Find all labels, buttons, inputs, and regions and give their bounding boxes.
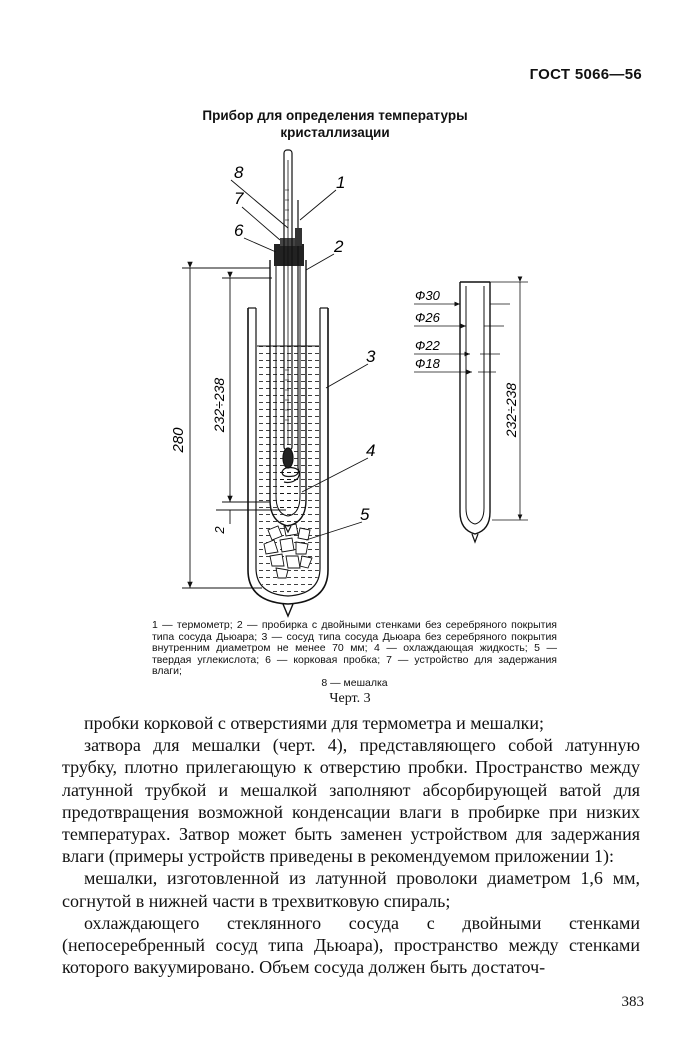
callout-1: 1 bbox=[336, 173, 345, 192]
dim-d22: Ф22 bbox=[415, 338, 441, 353]
dry-ice bbox=[263, 523, 313, 579]
dim-232-238-left: 232÷238 bbox=[211, 378, 227, 434]
moisture-trap bbox=[295, 228, 302, 246]
dim-d18: Ф18 bbox=[415, 356, 441, 371]
callout-5: 5 bbox=[360, 505, 370, 524]
page-number: 383 bbox=[621, 994, 645, 1010]
thermometer bbox=[282, 149, 294, 469]
tube-detail bbox=[459, 281, 491, 544]
dim-280: 280 bbox=[170, 427, 187, 454]
callout-6: 6 bbox=[234, 221, 244, 240]
paragraph-3: мешалки, изготовленной из латунной прово… bbox=[62, 868, 640, 911]
dim-232-238-right: 232÷238 bbox=[503, 383, 519, 439]
dim-2: 2 bbox=[212, 526, 227, 535]
standard-header: ГОСТ 5066—56 bbox=[529, 66, 642, 83]
dim-d30: Ф30 bbox=[415, 288, 441, 303]
callout-8: 8 bbox=[234, 163, 244, 182]
paragraph-1: пробки корковой с отверстиями для термом… bbox=[84, 713, 545, 733]
apparatus-drawing: 8 7 6 1 2 3 4 5 280 232÷238 2 bbox=[170, 149, 528, 618]
dim-d26: Ф26 bbox=[415, 310, 441, 325]
cork-stopper bbox=[274, 238, 304, 266]
dewar-vessel bbox=[247, 307, 329, 618]
callout-4: 4 bbox=[366, 441, 375, 460]
tube-liquid bbox=[277, 470, 299, 512]
figure-title: Прибор для определения температуры крист… bbox=[202, 108, 468, 140]
callout-numbers: 8 7 6 1 2 3 4 5 bbox=[234, 163, 376, 524]
dimensions-left: 280 232÷238 2 bbox=[170, 378, 227, 535]
legend-last-item: 8 — мешалка bbox=[321, 676, 388, 689]
paragraph-4: охлаждающего стеклянного сосуда с двойны… bbox=[62, 912, 640, 978]
paragraph-2: затвора для мешалки (черт. 4), представл… bbox=[62, 735, 640, 867]
dimensions-right: Ф30 Ф26 Ф22 Ф18 232÷238 bbox=[415, 288, 519, 438]
figure-caption: Черт. 3 bbox=[329, 691, 371, 706]
body-text: пробки корковой с отверстиями для термом… bbox=[62, 712, 640, 978]
legend-text: 1 — термометр; 2 — пробирка с двойными с… bbox=[152, 619, 557, 677]
callout-2: 2 bbox=[333, 237, 344, 256]
test-tube bbox=[269, 260, 307, 534]
callout-7: 7 bbox=[234, 189, 244, 208]
callout-3: 3 bbox=[366, 347, 376, 366]
figure-legend: 1 — термометр; 2 — пробирка с двойными с… bbox=[152, 619, 557, 689]
